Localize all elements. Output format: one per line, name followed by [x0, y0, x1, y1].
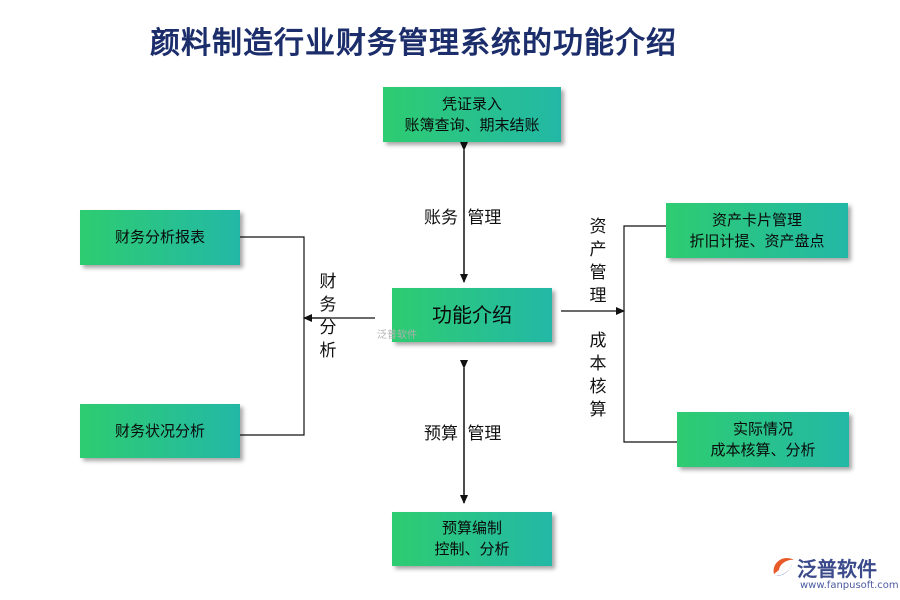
- logo: 泛普软件 www.fanpusoft.com: [770, 552, 899, 596]
- edge-label-right-upper: 资产管理: [589, 217, 607, 306]
- edge-label-right-lower: 成本核算: [589, 331, 607, 420]
- bracket-left: [240, 236, 305, 436]
- node-left-top: 财务分析报表: [80, 210, 240, 265]
- node-right-top: 资产卡片管理 折旧计提、资产盘点: [666, 203, 848, 258]
- edge-label-top: 账务 管理: [424, 208, 502, 228]
- watermark-center: 泛普软件: [377, 330, 417, 341]
- node-bottom-line1: 预算编制: [441, 519, 502, 537]
- node-right-top-line1: 资产卡片管理: [711, 210, 802, 229]
- node-bottom: 预算编制 控制、分析: [392, 512, 552, 566]
- edge-label-bottom: 预算 管理: [424, 424, 502, 444]
- node-right-bottom: 实际情况 成本核算、分析: [677, 412, 849, 467]
- node-left-top-line1: 财务分析报表: [114, 228, 205, 246]
- node-left-bottom: 财务状况分析: [80, 404, 240, 458]
- node-right-bottom-line2: 成本核算、分析: [710, 440, 816, 459]
- node-top-line2: 账簿查询、期末结账: [404, 115, 540, 134]
- node-center-label: 功能介绍: [432, 302, 512, 327]
- node-top-line1: 凭证录入: [441, 94, 502, 113]
- fanpu-logo-icon: [773, 558, 794, 576]
- node-center: 功能介绍: [392, 288, 552, 342]
- node-left-bottom-line1: 财务状况分析: [114, 421, 205, 440]
- node-top: 凭证录入 账簿查询、期末结账: [383, 87, 561, 142]
- logo-url: www.fanpusoft.com: [800, 580, 899, 591]
- bracket-right: [623, 225, 677, 443]
- node-right-bottom-line1: 实际情况: [732, 419, 793, 438]
- node-bottom-line2: 控制、分析: [434, 540, 510, 558]
- node-right-top-line2: 折旧计提、资产盘点: [689, 231, 825, 250]
- page-title: 颜料制造行业财务管理系统的功能介绍: [150, 26, 677, 61]
- logo-name: 泛普软件: [797, 557, 877, 581]
- edge-label-left: 财务分析: [319, 272, 337, 361]
